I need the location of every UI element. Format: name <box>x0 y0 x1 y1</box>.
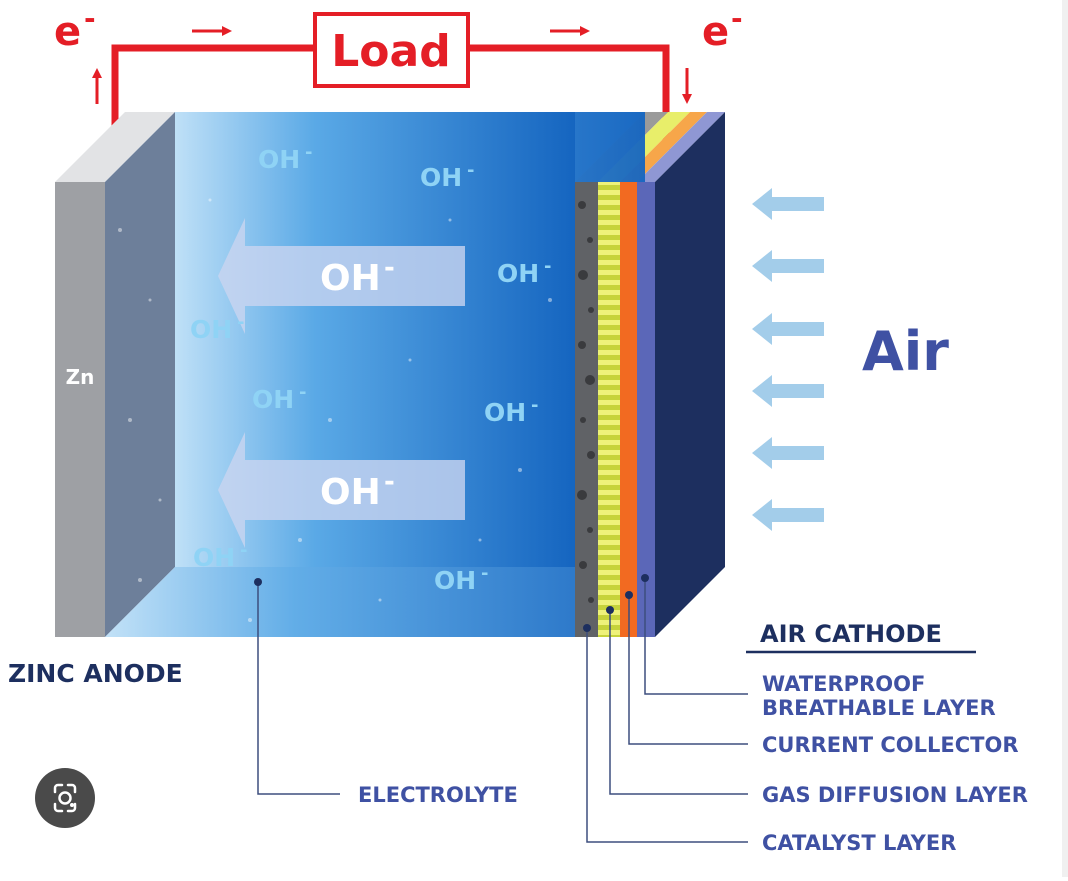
svg-text:-: - <box>384 467 395 497</box>
svg-text:-: - <box>467 160 474 181</box>
anode-top <box>55 112 175 182</box>
leader-lines <box>257 578 748 843</box>
svg-text:OH: OH <box>258 145 300 174</box>
bubbles <box>118 198 552 622</box>
arrow-left-icon <box>218 218 465 548</box>
gas-diffusion-label: GAS DIFFUSION LAYER <box>762 783 1028 807</box>
arrow-up-icon <box>92 68 102 104</box>
svg-text:OH: OH <box>484 398 526 427</box>
external-circuit: Load e - e - <box>54 2 743 150</box>
zinc-anode-front <box>55 182 105 637</box>
google-lens-icon <box>53 783 77 813</box>
svg-text:-: - <box>299 382 306 403</box>
ion-small-labels: OH- OH- OH- OH- OH- OH- OH- OH- <box>190 142 551 595</box>
google-lens-button[interactable] <box>35 768 95 828</box>
leader-dots <box>254 574 649 632</box>
electron-left-label: e <box>54 9 81 55</box>
svg-text:-: - <box>384 253 395 283</box>
air-flow-arrows <box>752 188 824 531</box>
waterproof-layer <box>637 182 655 637</box>
svg-text:-: - <box>240 540 247 561</box>
svg-text:-: - <box>531 395 538 416</box>
scrollbar-track[interactable] <box>1062 0 1068 877</box>
battery-cell: Zn OH - <box>55 112 725 637</box>
svg-text:OH: OH <box>193 543 235 572</box>
wire-left <box>111 44 315 150</box>
svg-text:-: - <box>237 312 244 333</box>
svg-text:OH: OH <box>252 385 294 414</box>
svg-text:OH: OH <box>190 315 232 344</box>
svg-text:OH: OH <box>320 472 381 513</box>
svg-text:OH: OH <box>420 163 462 192</box>
zinc-anode-side <box>105 112 175 637</box>
arrow-right-icon <box>192 26 590 36</box>
air-cathode-title: AIR CATHODE <box>760 620 942 648</box>
ion-big-labels: OH - OH - <box>320 253 395 513</box>
svg-text:OH: OH <box>497 259 539 288</box>
svg-text:OH: OH <box>320 258 381 299</box>
zinc-anode-caption: ZINC ANODE <box>8 659 183 688</box>
waterproof-label-line1: WATERPROOF <box>762 672 925 696</box>
waterproof-top <box>637 112 725 182</box>
electron-left-sign: - <box>84 2 96 35</box>
load-box <box>313 12 470 88</box>
current-collector-label: CURRENT COLLECTOR <box>762 733 1019 757</box>
current-collector <box>620 182 637 637</box>
electron-right-sign: - <box>731 2 743 35</box>
gas-diffusion-layer <box>598 182 620 637</box>
load-label: Load <box>331 26 450 77</box>
cathode-side <box>655 112 725 637</box>
svg-text:-: - <box>544 256 551 277</box>
air-label: Air <box>862 320 949 383</box>
electron-right-label: e <box>702 9 729 55</box>
arrow-down-icon <box>682 68 692 104</box>
electrolyte-caption: ELECTROLYTE <box>358 783 518 807</box>
svg-text:-: - <box>305 142 312 163</box>
zinc-label: Zn <box>66 365 95 389</box>
catalyst-particles <box>577 201 595 603</box>
svg-text:OH: OH <box>434 566 476 595</box>
catalyst-layer <box>575 182 598 637</box>
svg-text:-: - <box>481 563 488 584</box>
waterproof-label-line2: BREATHABLE LAYER <box>762 696 996 720</box>
catalyst-layer-label: CATALYST LAYER <box>762 831 956 855</box>
